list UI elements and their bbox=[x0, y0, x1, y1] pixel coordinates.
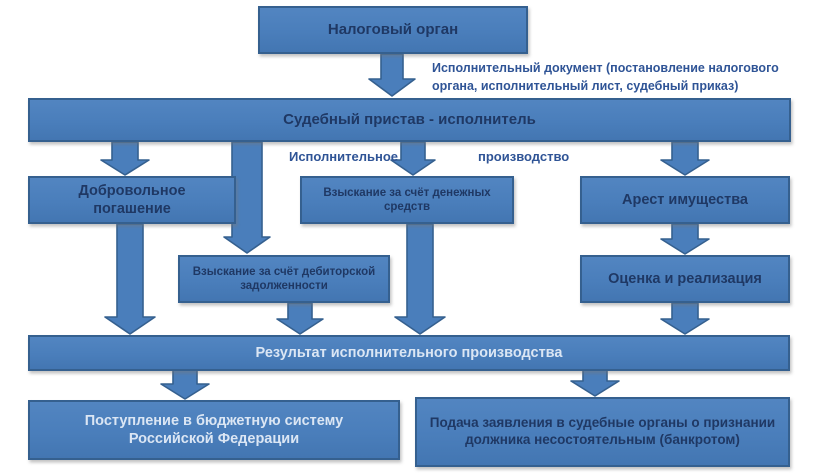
arrow-result-to-bankruptcy bbox=[570, 369, 620, 397]
arrow-result-to-budget bbox=[160, 369, 210, 400]
node-valuation-and-sale: Оценка и реализация bbox=[580, 255, 790, 303]
enforcement-proceeding-label-right: производство bbox=[478, 149, 570, 164]
node-asset-seizure: Арест имущества bbox=[580, 176, 790, 224]
arrow-tax-to-bailiff bbox=[368, 53, 416, 97]
node-receivables-recovery: Взыскание за счёт дебиторской задолженно… bbox=[178, 255, 390, 303]
node-tax-authority: Налоговый орган bbox=[258, 6, 528, 54]
arrow-receivables-to-result bbox=[276, 302, 324, 335]
arrow-cash-to-result bbox=[394, 223, 446, 335]
node-budget-receipt: Поступление в бюджетную систему Российск… bbox=[28, 400, 400, 460]
node-cash-recovery: Взыскание за счёт денежных средств bbox=[300, 176, 514, 224]
node-voluntary-repayment: Добровольное погашение bbox=[28, 176, 236, 224]
arrow-bailiff-to-cash bbox=[390, 141, 436, 176]
arrow-bailiff-to-arrest bbox=[660, 141, 710, 176]
node-bankruptcy-filing: Подача заявления в судебные органы о при… bbox=[415, 397, 790, 467]
node-bailiff: Судебный пристав - исполнитель bbox=[28, 98, 791, 142]
arrow-arrest-to-valuation bbox=[660, 223, 710, 255]
node-enforcement-result: Результат исполнительного производства bbox=[28, 335, 790, 371]
executive-document-annotation: Исполнительный документ (постановление н… bbox=[432, 61, 779, 93]
arrow-valuation-to-result bbox=[660, 302, 710, 335]
arrow-bailiff-to-voluntary bbox=[100, 141, 150, 176]
arrow-bailiff-to-receivables bbox=[223, 141, 271, 254]
arrow-voluntary-to-result bbox=[104, 223, 156, 335]
enforcement-proceeding-label-left: Исполнительное bbox=[288, 149, 398, 164]
